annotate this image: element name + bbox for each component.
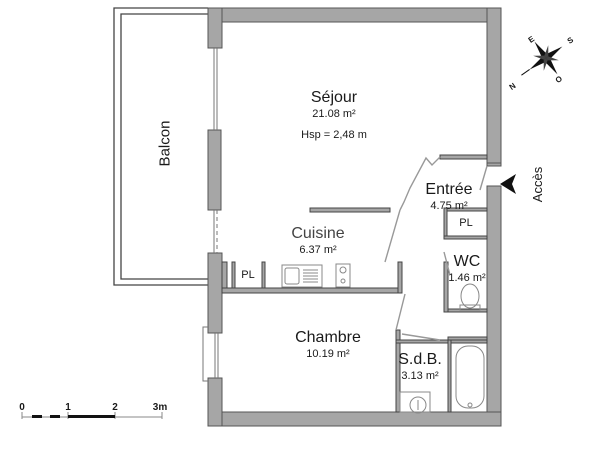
room-name: Entrée [425, 181, 473, 198]
doors [384, 156, 488, 341]
room-area: 1.46 m² [448, 272, 486, 284]
scale-tick-2: 2 [112, 402, 118, 413]
room-area: 21.08 m² [312, 108, 356, 120]
room-area: 3.13 m² [401, 370, 439, 382]
room-chambre: Chambre 10.19 m² [295, 330, 361, 360]
room-sejour: Séjour 21.08 m² Hsp = 2,48 m [301, 90, 367, 141]
scale-tick-1: 1 [65, 402, 71, 413]
room-balcon: Balcon [156, 120, 174, 167]
room-name: Cuisine [291, 225, 345, 242]
toilet-icon [459, 283, 481, 311]
closet-kitchen-pl: PL [241, 269, 255, 281]
room-wc: WC 1.46 m² [448, 254, 485, 284]
room-entree: Entrée 4.75 m² [425, 182, 472, 212]
room-area: 4.75 m² [430, 200, 468, 212]
room-area: 10.19 m² [306, 348, 350, 360]
scale-bar [21, 412, 163, 419]
balcony-outline [113, 7, 208, 286]
scale-tick-3: 3m [152, 402, 168, 413]
compass-rose-icon [521, 41, 563, 76]
walls [207, 7, 502, 427]
scale-tick-0: 0 [19, 402, 25, 413]
kitchen-sink-icon [281, 264, 323, 288]
ceiling-height: Hsp = 2,48 m [301, 129, 367, 141]
arrow-left-icon [500, 174, 516, 194]
room-name: WC [453, 253, 481, 270]
access-label: Accès [530, 166, 546, 203]
washbasin-icon [399, 391, 431, 414]
windows [202, 48, 219, 382]
room-cuisine: Cuisine 6.37 m² [291, 226, 344, 256]
room-area: 6.37 m² [299, 244, 337, 256]
room-name: S.d.B. [398, 351, 442, 368]
closet-entree-pl: PL [459, 217, 473, 229]
room-name: Chambre [295, 329, 361, 346]
interior-walls [221, 154, 488, 413]
room-name: Séjour [310, 89, 358, 106]
cooktop-icon [335, 263, 351, 288]
room-sdb: S.d.B. 3.13 m² [398, 352, 442, 382]
bathtub-icon [455, 345, 485, 409]
